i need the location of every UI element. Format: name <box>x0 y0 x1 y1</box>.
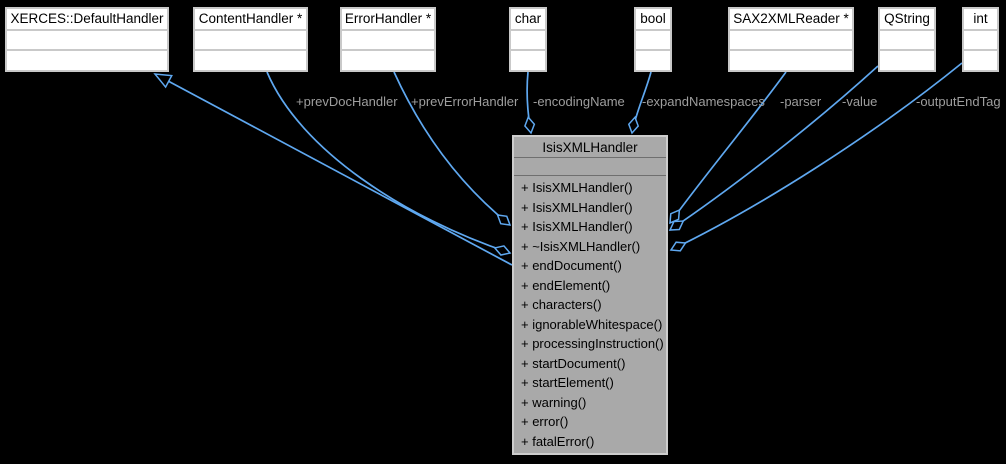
edge-label-outputendtag: -outputEndTag <box>916 94 1001 109</box>
class-attributes-empty <box>730 28 852 50</box>
class-methods-empty <box>730 49 852 70</box>
edge-label-prevdochandler: +prevDocHandler <box>296 94 398 109</box>
method-item: + startElement() <box>521 375 614 391</box>
edge-prevdochandler <box>266 71 512 256</box>
class-methods-empty <box>342 49 434 70</box>
class-methods-empty <box>964 49 997 70</box>
class-name: QString <box>884 11 930 27</box>
edge-label-preverrorhandler: +prevErrorHandler <box>411 94 519 109</box>
method-item: + endDocument() <box>521 258 622 274</box>
class-name: ContentHandler * <box>198 11 303 27</box>
edge-inheritance-xerces-defaulthandler <box>153 73 513 266</box>
class-methods-empty <box>511 49 545 70</box>
class-name: bool <box>640 11 666 27</box>
class-box-sax2xmlreader[interactable]: SAX2XMLReader * <box>728 7 854 72</box>
class-attributes-empty <box>342 28 434 50</box>
class-attributes-empty <box>7 28 167 50</box>
class-method-list: + IsisXMLHandler() + IsisXMLHandler() + … <box>514 175 666 453</box>
edge-value <box>668 65 879 231</box>
class-name: ErrorHandler * <box>344 11 432 27</box>
class-name: char <box>514 11 542 27</box>
edge-expandnamespaces <box>627 71 652 135</box>
edge-encodingname <box>524 71 536 135</box>
class-methods-empty <box>195 49 306 70</box>
method-item: + IsisXMLHandler() <box>521 180 633 196</box>
edge-parser <box>669 71 787 225</box>
class-name: int <box>973 11 988 27</box>
edge-label-encodingname: -encodingName <box>533 94 625 109</box>
class-attributes-empty <box>964 28 997 50</box>
class-attributes-empty <box>511 28 545 50</box>
class-methods-empty <box>636 49 670 70</box>
edge-preverrorhandler <box>393 71 512 226</box>
class-attributes-empty <box>195 28 306 50</box>
edge-label-parser: -parser <box>780 94 822 109</box>
class-name: IsisXMLHandler <box>542 139 638 155</box>
method-item: + IsisXMLHandler() <box>521 199 633 215</box>
method-item: + characters() <box>521 297 602 313</box>
edge-label-value: -value <box>842 94 878 109</box>
method-item: + ~IsisXMLHandler() <box>521 238 641 254</box>
class-box-isisxmlhandler[interactable]: IsisXMLHandler + IsisXMLHandler() + Isis… <box>512 135 668 455</box>
class-box-char[interactable]: char <box>509 7 547 72</box>
class-box-xerces-defaulthandler[interactable]: XERCES::DefaultHandler <box>5 7 169 72</box>
method-item: + warning() <box>521 394 587 410</box>
method-item: + endElement() <box>521 277 611 293</box>
edge-outputendtag <box>669 62 963 252</box>
class-box-errorhandler[interactable]: ErrorHandler * <box>340 7 436 72</box>
class-box-contenthandler[interactable]: ContentHandler * <box>193 7 308 72</box>
class-box-qstring[interactable]: QString <box>878 7 936 72</box>
class-attributes-empty <box>636 28 670 50</box>
class-box-bool[interactable]: bool <box>634 7 672 72</box>
method-item: + startDocument() <box>521 355 626 371</box>
method-item: + error() <box>521 414 569 430</box>
class-attributes-empty <box>880 28 934 50</box>
class-name: XERCES::DefaultHandler <box>10 11 164 27</box>
class-attributes-empty <box>514 157 666 175</box>
method-item: + processingInstruction() <box>521 336 664 352</box>
class-name: SAX2XMLReader * <box>733 11 849 27</box>
class-methods-empty <box>7 49 167 70</box>
class-box-int[interactable]: int <box>962 7 999 72</box>
method-item: + IsisXMLHandler() <box>521 219 633 235</box>
class-methods-empty <box>880 49 934 70</box>
method-item: + fatalError() <box>521 433 595 449</box>
method-item: + ignorableWhitespace() <box>521 316 663 332</box>
edge-label-expandnamespaces: -expandNamespaces <box>642 94 765 109</box>
